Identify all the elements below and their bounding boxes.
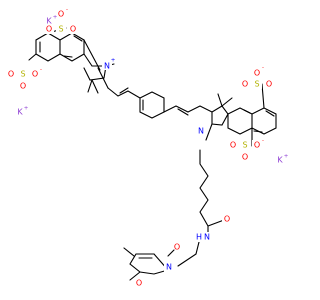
counterions: K + K + K + (17, 15, 288, 165)
charge-minus: - (66, 7, 68, 13)
atom-oxygen: O (242, 80, 248, 89)
atom-oxygen: O (136, 279, 142, 288)
bond-skeleton (28, 27, 277, 281)
charge-plus: + (53, 15, 58, 21)
atom-nitrogen: N (198, 127, 204, 136)
atom-maleimide-nitrogen: N (166, 263, 172, 272)
atom-oxygen: O (174, 243, 180, 252)
charge-plus: + (24, 106, 29, 112)
atom-oxygen: O (32, 70, 38, 79)
potassium-ion: K (17, 108, 23, 117)
atom-sulfur: S (58, 25, 63, 34)
charge-minus: - (262, 65, 264, 71)
atom-sulfur: S (20, 70, 25, 79)
atom-oxygen: O (242, 153, 248, 162)
structure-drawing: O - S O O O S O - O N + O S O O - O (6, 7, 289, 288)
atom-oxygen: O (224, 215, 230, 224)
potassium-ion: K (277, 156, 283, 165)
atom-oxygen: O (20, 82, 26, 91)
atom-oxygen: O (254, 69, 260, 78)
atom-labels: O - S O O O S O - O N + O S O O - O (6, 7, 274, 288)
atom-nitrogen-cation: N (104, 62, 110, 71)
atom-oxygen: O (70, 25, 76, 34)
atom-oxygen: O (8, 70, 14, 79)
charge-plus: + (284, 154, 289, 160)
atom-amide-hydrogen: H (196, 233, 202, 242)
molecule-structure: O - S O O O S O - O N + O S O O - O (6, 6, 289, 288)
atom-oxygen: O (266, 80, 272, 89)
atom-sulfur: S (242, 141, 247, 150)
charge-minus: - (40, 67, 42, 73)
charge-minus: - (262, 138, 264, 144)
charge-plus: + (111, 58, 116, 64)
atom-amide-nitrogen: N (204, 233, 210, 242)
atom-oxygen: O (230, 141, 236, 150)
atom-oxygen: O (58, 10, 64, 19)
atom-oxygen: O (254, 141, 260, 150)
atom-oxygen: O (46, 25, 52, 34)
atom-sulfur: S (254, 80, 259, 89)
potassium-ion: K (46, 17, 52, 26)
